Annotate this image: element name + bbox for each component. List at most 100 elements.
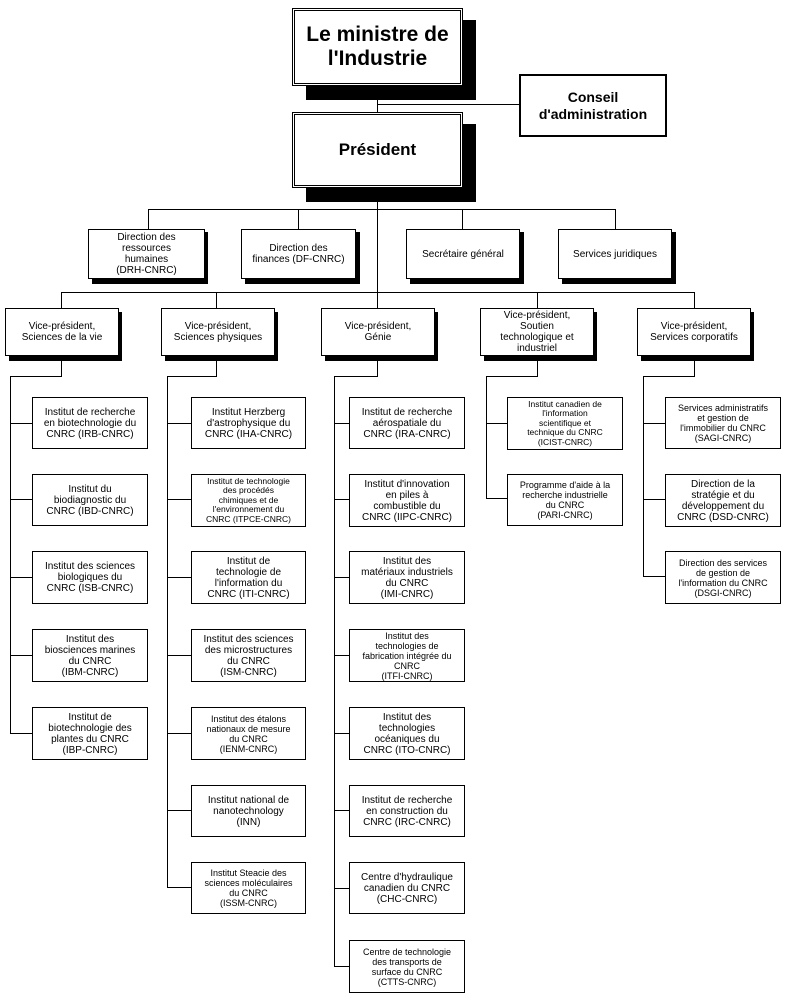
institute-label: Institut des matériaux industriels du CN… [361, 555, 453, 600]
council-label: Conseil d'administration [538, 88, 648, 122]
connector [334, 655, 349, 656]
institute-box: Centre de technologie des transports de … [349, 940, 465, 993]
connector [148, 209, 616, 210]
connector [377, 188, 378, 292]
vp-physical-sciences-box: Vice-président, Sciences physiques [161, 308, 275, 356]
direction-box-legal: Services juridiques [558, 229, 672, 279]
institute-label: Direction de la stratégie et du développ… [677, 478, 769, 523]
connector [334, 376, 378, 377]
connector [61, 356, 62, 376]
institute-box: Institut du biodiagnostic du CNRC (IBD-C… [32, 474, 148, 526]
institute-label: Institut de recherche aérospatiale du CN… [361, 406, 453, 440]
vp-corporate-services-label: Vice-président, Services corporatifs [650, 321, 738, 343]
institute-label: Institut Herzberg d'astrophysique du CNR… [204, 406, 293, 440]
minister-label: Le ministre de l'Industrie [306, 23, 449, 70]
vp-life-sciences-label: Vice-président, Sciences de la vie [21, 321, 103, 343]
direction-secretary-label: Secrétaire général [422, 248, 504, 260]
connector [615, 209, 616, 229]
institute-label: Centre d'hydraulique canadien du CNRC (C… [361, 871, 453, 905]
institute-label: Institut du biodiagnostic du CNRC (IBD-C… [46, 483, 134, 517]
institute-box: Institut Herzberg d'astrophysique du CNR… [191, 397, 306, 449]
institute-label: Institut des technologies de fabrication… [362, 630, 452, 681]
direction-legal-label: Services juridiques [573, 248, 657, 260]
connector [10, 423, 32, 424]
institute-box: Institut des technologies de fabrication… [349, 629, 465, 682]
connector [643, 376, 695, 377]
connector [694, 292, 695, 308]
connector [486, 376, 487, 499]
institute-box: Institut des technologies océaniques du … [349, 707, 465, 760]
minister-box: Le ministre de l'Industrie [292, 8, 463, 86]
institute-box: Programme d'aide à la recherche industri… [507, 474, 623, 526]
institute-label: Institut des sciences des microstructure… [203, 633, 294, 678]
connector [167, 423, 191, 424]
institute-box: Services administratifs et gestion de l'… [665, 397, 781, 449]
vp-engineering-box: Vice-président, Génie [321, 308, 435, 356]
institute-label: Institut des technologies océaniques du … [363, 711, 451, 756]
institute-label: Institut de biotechnologie des plantes d… [48, 711, 132, 756]
connector [61, 292, 62, 308]
vp-tech-support-box: Vice-président, Soutien technologique et… [480, 308, 594, 356]
president-label: Président [338, 140, 417, 159]
vp-corporate-services-box: Vice-président, Services corporatifs [637, 308, 751, 356]
connector [334, 966, 349, 967]
institute-box: Institut de recherche aérospatiale du CN… [349, 397, 465, 449]
direction-hr-label: Direction des ressources humaines (DRH-C… [116, 232, 177, 276]
connector [643, 376, 644, 577]
connector [462, 209, 463, 229]
institute-box: Institut national de nanotechnology (INN… [191, 785, 306, 837]
connector [334, 423, 349, 424]
connector [10, 499, 32, 500]
institute-box: Centre d'hydraulique canadien du CNRC (C… [349, 862, 465, 914]
connector [216, 292, 217, 308]
connector [216, 356, 217, 376]
connector [10, 376, 62, 377]
connector [334, 888, 349, 889]
vp-tech-support-label: Vice-président, Soutien technologique et… [500, 310, 574, 354]
institute-label: Programme d'aide à la recherche industri… [519, 480, 611, 520]
direction-box-finance: Direction des finances (DF-CNRC) [241, 229, 356, 279]
connector [486, 376, 538, 377]
council-box: Conseil d'administration [519, 74, 667, 137]
connector [167, 810, 191, 811]
institute-box: Institut de recherche en construction du… [349, 785, 465, 837]
connector [167, 655, 191, 656]
institute-box: Institut d'innovation en piles à combust… [349, 474, 465, 527]
institute-box: Institut des matériaux industriels du CN… [349, 551, 465, 604]
connector [334, 499, 349, 500]
connector [377, 104, 519, 105]
connector [167, 577, 191, 578]
connector [167, 887, 191, 888]
institute-label: Institut de recherche en biotechnologie … [43, 406, 137, 440]
connector [377, 356, 378, 376]
institute-box: Institut de technologie de l'information… [191, 551, 306, 604]
institute-box: Institut des étalons nationaux de mesure… [191, 707, 306, 760]
institute-label: Institut de recherche en construction du… [361, 794, 453, 828]
institute-box: Institut des sciences biologiques du CNR… [32, 551, 148, 604]
direction-box-hr: Direction des ressources humaines (DRH-C… [88, 229, 205, 279]
president-box: Président [292, 112, 463, 188]
connector [537, 356, 538, 376]
connector [298, 209, 299, 229]
vp-physical-sciences-label: Vice-président, Sciences physiques [173, 321, 263, 343]
institute-box: Institut Steacie des sciences moléculair… [191, 862, 306, 914]
connector [10, 733, 32, 734]
institute-label: Institut des biosciences marines du CNRC… [44, 633, 136, 678]
connector [334, 733, 349, 734]
institute-label: Institut de technologie de l'information… [207, 555, 290, 600]
institute-label: Institut d'innovation en piles à combust… [362, 478, 452, 523]
connector [377, 292, 378, 308]
connector [486, 498, 507, 499]
connector [643, 576, 665, 577]
connector [486, 423, 507, 424]
connector [694, 356, 695, 376]
institute-box: Direction des services de gestion de l'i… [665, 551, 781, 604]
connector [167, 733, 191, 734]
connector [334, 810, 349, 811]
institute-box: Institut de recherche en biotechnologie … [32, 397, 148, 449]
institute-label: Institut de technologie des procédés chi… [206, 475, 291, 524]
connector [10, 577, 32, 578]
vp-life-sciences-box: Vice-président, Sciences de la vie [5, 308, 119, 356]
connector [334, 376, 335, 967]
institute-label: Institut canadien de l'information scien… [527, 398, 603, 447]
